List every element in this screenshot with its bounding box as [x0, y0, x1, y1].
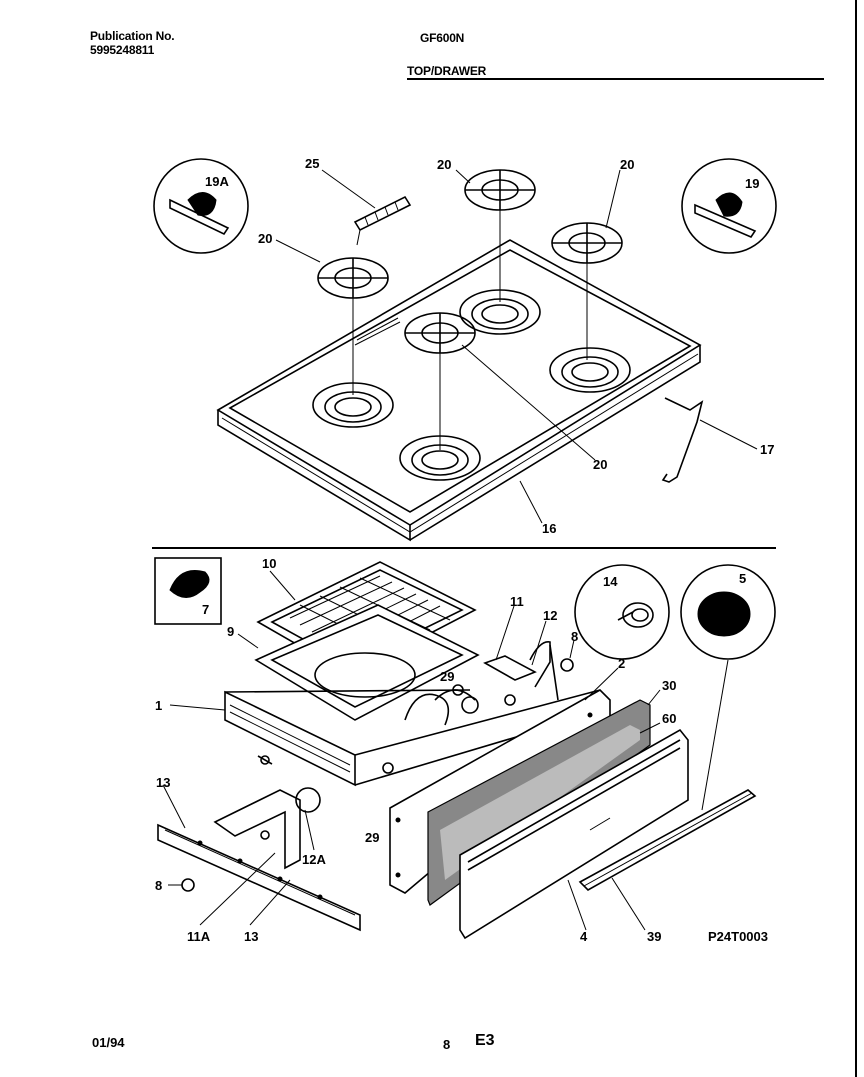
callout-19: 19: [745, 176, 759, 191]
callout-4: 4: [580, 929, 588, 944]
grate-left: [317, 257, 389, 299]
inset-box-7: [154, 557, 222, 625]
section-title: TOP/DRAWER: [407, 64, 487, 78]
callout-7: 7: [202, 602, 209, 617]
callout-29-lower: 29: [365, 830, 379, 845]
inset-circle-19a: [153, 158, 249, 254]
cooktop-top-part-16: [216, 239, 702, 542]
footer-section-code: E3: [475, 1032, 495, 1049]
model-number: GF600N: [420, 31, 465, 45]
section-divider: [152, 547, 776, 549]
drawer-handle-39: [578, 789, 757, 891]
publication-label: Publication No.: [90, 29, 175, 43]
callout-19a: 19A: [205, 174, 229, 189]
callout-20-right: 20: [620, 157, 634, 172]
callout-25: 25: [305, 156, 319, 171]
inset-circle-5: [680, 564, 776, 660]
footer-date: 01/94: [92, 1035, 125, 1050]
callout-10: 10: [262, 556, 276, 571]
screw-8-lower: [181, 878, 195, 892]
wire-part-17: [661, 397, 704, 483]
callout-30: 30: [662, 678, 676, 693]
callout-8-upper: 8: [571, 629, 578, 644]
inset-circle-19: [681, 158, 777, 254]
drawer-front-4: [459, 728, 689, 940]
callout-11: 11: [510, 594, 524, 609]
callout-12a: 12A: [302, 852, 326, 867]
callout-5: 5: [739, 571, 746, 586]
callout-16: 16: [542, 521, 556, 536]
small-parts-11-12: [483, 641, 574, 706]
diagram-code: P24T0003: [708, 929, 768, 944]
bracket-12a: [213, 755, 321, 870]
callout-13-upper: 13: [156, 775, 170, 790]
grate-rear: [464, 169, 536, 211]
page-border: [855, 0, 857, 1077]
callout-39: 39: [647, 929, 661, 944]
callout-20-rear: 20: [437, 157, 451, 172]
grate-right: [551, 222, 623, 264]
callout-13-lower: 13: [244, 929, 258, 944]
burner-well-front: [399, 435, 481, 481]
callout-11a: 11A: [187, 929, 211, 944]
callout-17: 17: [760, 442, 774, 457]
callout-29-upper: 29: [440, 669, 454, 684]
footer-page-number: 8: [443, 1037, 451, 1052]
screw-29-upper: [452, 684, 464, 696]
callout-60: 60: [662, 711, 676, 726]
screw-29-lower: [382, 762, 394, 774]
callout-1: 1: [155, 698, 162, 713]
callout-12: 12: [543, 608, 557, 623]
burner-well-right: [549, 347, 631, 393]
callout-2: 2: [618, 656, 625, 671]
callout-20-left: 20: [258, 231, 272, 246]
callout-14: 14: [603, 574, 618, 589]
inset-circle-14: [574, 564, 670, 660]
drawer-frame-1: [224, 689, 601, 787]
callout-9: 9: [227, 624, 234, 639]
publication-number: 5995248811: [90, 43, 155, 57]
header-rule: [407, 78, 824, 80]
callout-20-center: 20: [593, 457, 607, 472]
callout-8-lower: 8: [155, 878, 162, 893]
trim-part-25: [353, 195, 412, 246]
leader-lines: [162, 169, 758, 931]
slide-rail-13: [157, 823, 361, 932]
